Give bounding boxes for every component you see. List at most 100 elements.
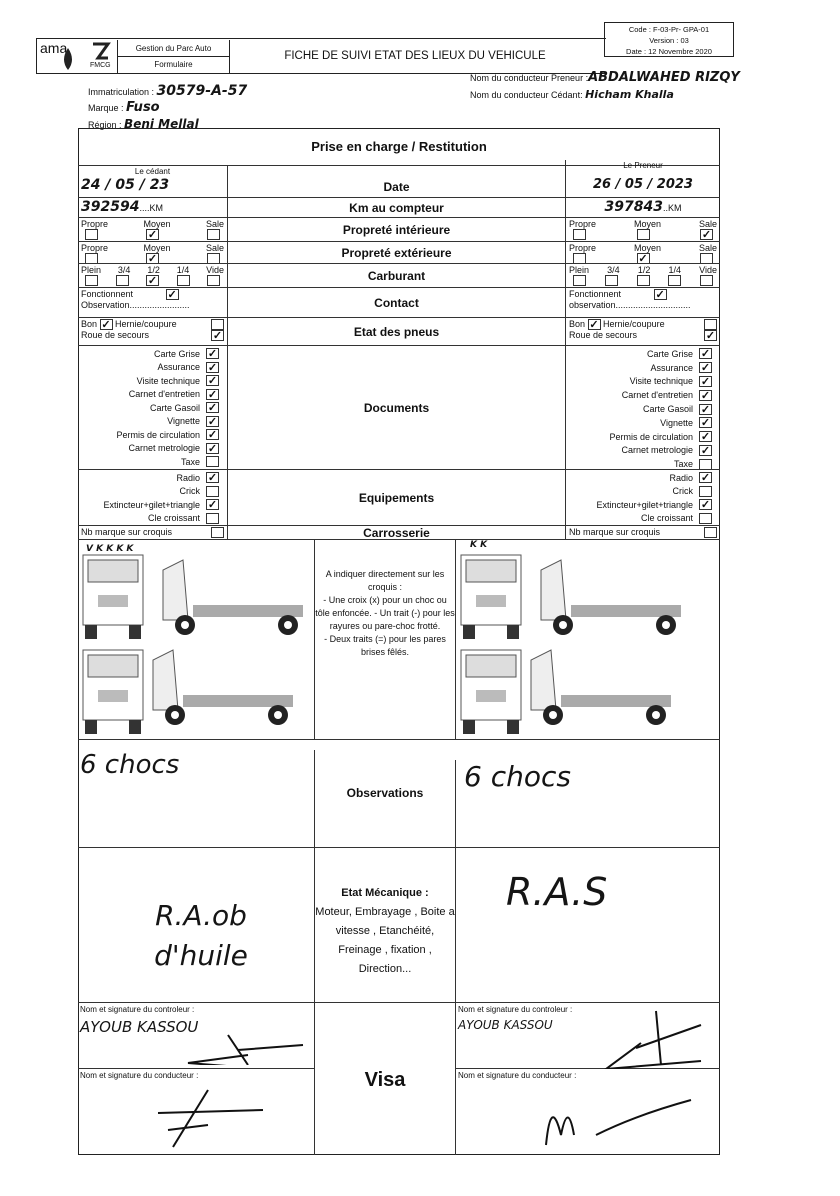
right-prop-ext-checkbox[interactable] bbox=[700, 253, 713, 264]
documents-checkbox[interactable] bbox=[206, 456, 219, 468]
documents-checkbox[interactable]: ✓ bbox=[699, 348, 712, 361]
doc-version: Version : 03 bbox=[649, 36, 689, 45]
left-bon-checkbox[interactable]: ✓ bbox=[99, 319, 113, 332]
right-fuel-checkbox[interactable] bbox=[700, 275, 713, 286]
documents-checkbox[interactable]: ✓ bbox=[699, 444, 712, 457]
left-prop-ext-option-label: Sale bbox=[205, 243, 224, 253]
right-roue-checkbox[interactable]: ✓ bbox=[704, 330, 717, 343]
left-prop-int-checkbox[interactable]: ✓ bbox=[146, 229, 159, 241]
left-mecanique: R.A.ob d'huile bbox=[78, 848, 315, 1003]
left-roue-checkbox[interactable]: ✓ bbox=[211, 330, 224, 343]
label-date: Date bbox=[383, 179, 410, 194]
equipements-checkbox[interactable]: ✓ bbox=[699, 472, 712, 485]
left-hernie-checkbox[interactable] bbox=[211, 319, 224, 330]
left-fuel-option-label: 1/4 bbox=[176, 265, 190, 275]
mecanique-label-box: Etat Mécanique : Moteur, Embrayage , Boi… bbox=[315, 884, 455, 979]
left-prop-ext-checkbox[interactable] bbox=[207, 253, 220, 264]
left-nb-marque-box[interactable] bbox=[211, 527, 224, 538]
left-fuel-checkbox[interactable] bbox=[207, 275, 220, 286]
equipements-checkbox[interactable]: ✓ bbox=[206, 499, 219, 512]
documents-checkbox[interactable]: ✓ bbox=[206, 348, 219, 361]
documents-checkbox[interactable]: ✓ bbox=[206, 429, 219, 442]
left-prop-int-checkbox[interactable] bbox=[207, 229, 220, 240]
right-nb-marque-box[interactable] bbox=[704, 527, 717, 538]
right-hernie-checkbox[interactable] bbox=[704, 319, 717, 330]
documents-checkbox[interactable]: ✓ bbox=[206, 375, 219, 388]
left-controleur: Nom et signature du controleur : AYOUB K… bbox=[78, 1003, 315, 1069]
doc-type: Formulaire bbox=[118, 57, 230, 73]
instr-1: A indiquer directement sur les croquis : bbox=[325, 569, 445, 592]
documents-label: Carnet d'entretien bbox=[621, 390, 693, 401]
documents-checkbox[interactable]: ✓ bbox=[699, 417, 712, 430]
right-prop-int-checkbox[interactable]: ✓ bbox=[700, 229, 713, 241]
documents-checkbox[interactable]: ✓ bbox=[699, 362, 712, 375]
equipements-checkbox[interactable]: ✓ bbox=[699, 499, 712, 512]
equipements-checkbox[interactable] bbox=[699, 485, 712, 497]
documents-checkbox[interactable] bbox=[699, 458, 712, 470]
left-conducteur-label: Nom et signature du conducteur : bbox=[80, 1071, 199, 1080]
left-fuel-checkbox[interactable] bbox=[115, 275, 129, 286]
right-observation: observation.............................… bbox=[569, 300, 691, 311]
left-fuel-checkbox[interactable] bbox=[85, 275, 98, 286]
label-observations: Observations bbox=[346, 786, 424, 800]
left-prop-ext-checkbox[interactable] bbox=[85, 253, 98, 264]
row-km: 392594....KM Km au compteur 397843..KM bbox=[78, 198, 720, 218]
left-prop-int-checkbox[interactable] bbox=[85, 229, 98, 240]
row-headers: Le cédant Le Preneur bbox=[78, 160, 720, 176]
right-vehicle-sketch: K K bbox=[455, 540, 720, 740]
left-km: 392594 bbox=[81, 199, 140, 215]
equipements-checkbox[interactable] bbox=[206, 512, 219, 524]
left-contact: Fonctionnent bbox=[81, 289, 134, 299]
right-documents-item: Taxe bbox=[569, 457, 712, 471]
documents-checkbox[interactable]: ✓ bbox=[699, 403, 712, 416]
right-conducteur: Nom et signature du conducteur : bbox=[455, 1069, 720, 1155]
right-nb-marque: Nb marque sur croquis bbox=[569, 527, 661, 537]
right-prop-int-checkbox[interactable] bbox=[636, 229, 650, 240]
right-bon-checkbox[interactable]: ✓ bbox=[587, 319, 601, 332]
right-fuel-checkbox[interactable] bbox=[668, 275, 682, 286]
documents-checkbox[interactable]: ✓ bbox=[206, 388, 219, 401]
right-fuel-checkbox[interactable] bbox=[636, 275, 650, 286]
documents-label: Vignette bbox=[660, 417, 693, 428]
region-field: Région : Beni Mellal bbox=[88, 117, 199, 131]
right-documents-item: Carnet d'entretien ✓ bbox=[569, 388, 712, 402]
left-fuel-checkbox[interactable]: ✓ bbox=[146, 275, 159, 287]
right-prop-ext-checkbox[interactable]: ✓ bbox=[636, 253, 650, 265]
instr-2: - Une croix (x) pour un choc ou tôle enf… bbox=[315, 595, 455, 631]
right-prop-int-checkbox[interactable] bbox=[573, 229, 586, 240]
vehicle-rear-view bbox=[82, 649, 144, 734]
left-date: 24 / 05 / 23 bbox=[78, 176, 228, 197]
documents-checkbox[interactable]: ✓ bbox=[699, 389, 712, 402]
page-title: FICHE DE SUIVI ETAT DES LIEUX DU VEHICUL… bbox=[284, 50, 546, 62]
header-box bbox=[36, 38, 606, 74]
documents-checkbox[interactable]: ✓ bbox=[206, 442, 219, 455]
documents-label: Permis de circulation bbox=[609, 431, 693, 442]
documents-checkbox[interactable]: ✓ bbox=[206, 402, 219, 415]
left-controleur-label: Nom et signature du controleur : bbox=[80, 1005, 195, 1014]
label-documents: Documents bbox=[363, 400, 430, 415]
documents-checkbox[interactable]: ✓ bbox=[206, 361, 219, 374]
left-contact-checkbox[interactable]: ✓ bbox=[165, 289, 179, 302]
equipements-label: Cle croissant bbox=[147, 513, 200, 524]
equipements-checkbox[interactable] bbox=[699, 512, 712, 524]
documents-checkbox[interactable]: ✓ bbox=[699, 431, 712, 444]
equipements-checkbox[interactable]: ✓ bbox=[206, 472, 219, 485]
right-fuel-checkbox[interactable] bbox=[604, 275, 618, 286]
left-fuel-option-label: Plein bbox=[81, 265, 102, 275]
documents-checkbox[interactable]: ✓ bbox=[699, 375, 712, 388]
left-fuel-checkbox[interactable] bbox=[176, 275, 190, 286]
vehicle-other-side-view bbox=[530, 649, 671, 725]
label-mecanique: Etat Mécanique : bbox=[341, 887, 429, 899]
mecanique-detail: Moteur, Embrayage , Boite a vitesse , Et… bbox=[315, 906, 455, 975]
right-fuel-checkbox[interactable] bbox=[573, 275, 586, 286]
right-prop-ext-checkbox[interactable] bbox=[573, 253, 586, 264]
left-equipements-item: Radio✓ bbox=[81, 471, 219, 485]
left-prop-ext-checkbox[interactable]: ✓ bbox=[146, 253, 159, 265]
right-contact-checkbox[interactable]: ✓ bbox=[653, 289, 667, 302]
documents-label: Visite technique bbox=[136, 375, 200, 386]
equipements-checkbox[interactable] bbox=[206, 485, 219, 497]
documents-label: Taxe bbox=[180, 456, 200, 467]
documents-checkbox[interactable]: ✓ bbox=[206, 415, 219, 428]
